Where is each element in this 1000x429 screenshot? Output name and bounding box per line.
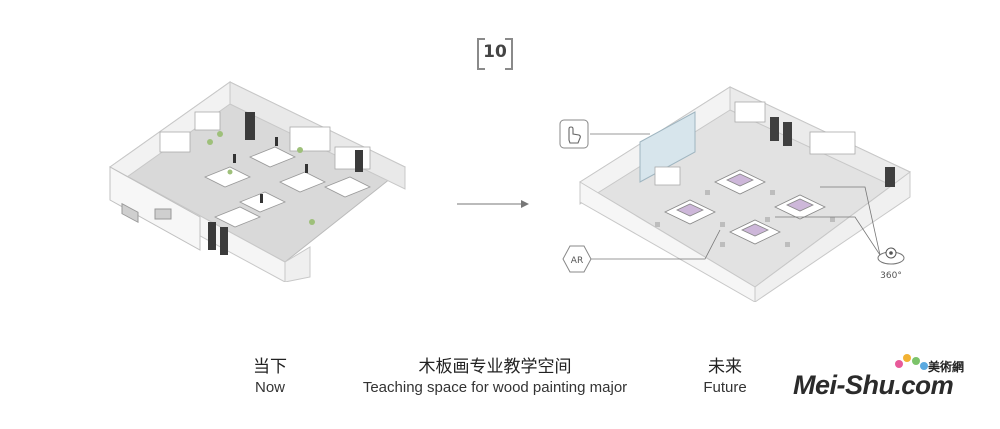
current-classroom-illustration: [109, 81, 406, 282]
logo-suffix: .com: [894, 370, 954, 400]
caption-future-en: Future: [703, 379, 747, 396]
meishu-logo: 美術網 Mei-Shu.com: [793, 354, 983, 412]
caption-now: 当下 Now: [235, 356, 305, 398]
caption-now-zh: 当下: [253, 357, 287, 377]
touch-interaction-icon: [559, 119, 589, 149]
view-360-icon: [877, 247, 905, 265]
caption-title-zh: 木板画专业教学空间: [418, 357, 572, 377]
transition-arrow: [457, 200, 529, 208]
caption-now-en: Now: [254, 379, 285, 396]
section-number: 10: [483, 42, 507, 62]
badge-left-bracket: [477, 38, 485, 70]
caption-future: 未来 Future: [690, 356, 760, 398]
logo-word: Mei-Shu: [793, 370, 895, 400]
future-classroom-illustration: AR 360°: [559, 86, 911, 302]
caption-future-zh: 未来: [708, 357, 742, 377]
caption-title: 木板画专业教学空间 Teaching space for wood painti…: [345, 356, 645, 398]
logo-wordmark: Mei-Shu.com: [793, 370, 954, 401]
section-number-badge: 10: [477, 38, 513, 70]
logo-mark-icon: [895, 354, 928, 370]
caption-title-en: Teaching space for wood painting major: [362, 379, 628, 396]
ar-icon: [562, 245, 592, 273]
view-360-label: 360°: [880, 271, 902, 281]
badge-right-bracket: [505, 38, 513, 70]
ar-label: AR: [571, 256, 583, 266]
logo-chinese: 美術網: [928, 360, 965, 374]
